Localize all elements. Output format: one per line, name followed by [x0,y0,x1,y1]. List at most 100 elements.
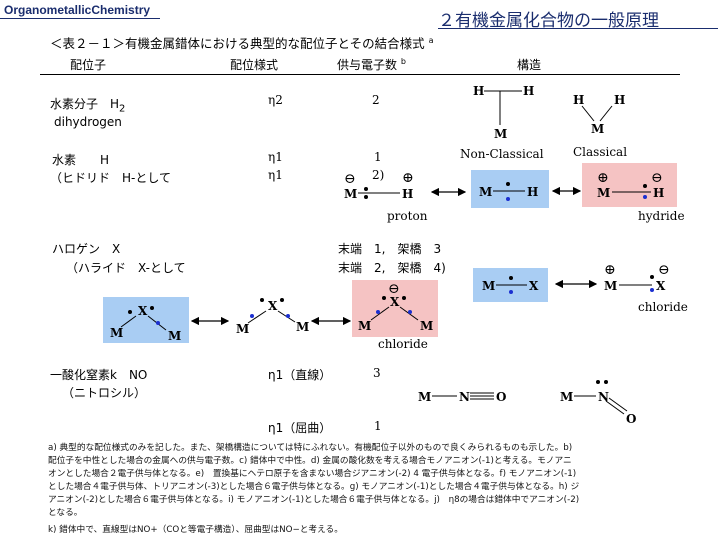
electron-dot [650,288,654,292]
electron-dot [286,314,290,318]
dihydrogen-donors: 2 [372,93,380,107]
electron-dot [506,182,510,186]
bridge-blue-box [103,297,189,343]
bond-line [120,315,137,328]
electron-dot [150,306,154,310]
header-rule [40,74,680,75]
col-mode: 配位様式 [230,58,279,72]
footnote-line: 配位子を中性とした場合の金属への供与電子数。c) 錯体中で中性。d) 金属の酸化… [48,456,572,466]
bridging-halide-2: X M M [236,298,309,336]
halogen-name: ハロゲン X [52,242,121,256]
atom-m: M [344,187,357,201]
atom-h: H [527,185,538,199]
atom-h: H [653,186,664,200]
atom-m: M [358,319,371,333]
hydride-structure: ⊕ ⊖ M H [597,170,664,200]
halogen-donors-1: 末端 1, 架橋 3 [338,242,442,256]
hydride-donors-1: 1 [374,150,382,164]
caption-non-classical: Non-Classical [460,147,544,161]
atom-m: M [418,390,431,404]
atom-m: M [168,329,181,343]
electron-dot [376,310,380,314]
atom-x: X [529,279,539,293]
hydride-mode-1: η1 [268,150,283,164]
atom-h: H [614,93,625,107]
electron-dot [506,197,510,201]
hydride-pink-box [582,163,677,207]
plus-charge-icon: ⊕ [597,170,609,186]
classical-structure: H H M [573,93,625,136]
bond-line [599,105,613,122]
atom-x: X [390,295,400,309]
chapter-rule [438,28,718,29]
ionic-halide-structure: ⊕ ⊖ M X [604,262,670,293]
atom-m: M [482,279,495,293]
non-classical-structure: H H M [473,84,534,141]
bond-line [605,400,625,415]
halogen-name-2: （ハライド X-として [66,261,186,275]
nitrosyl-mode-linear: η1（直線） [268,368,332,382]
electron-dot [156,321,160,325]
footnote-line: とした場合４電子供与体、トリアニオン(-3)とした場合６電子供与体となる。g) … [48,482,580,492]
electron-dot [509,276,513,280]
hydride-name: 水素 H [52,153,110,167]
caption-proton: proton [387,209,428,223]
bent-nitrosyl-structure: M N O [560,380,636,426]
minus-charge-icon: ⊖ [651,170,663,186]
atom-m: M [604,279,617,293]
minus-charge-icon: ⊖ [388,281,400,297]
dihydrogen-name: 水素分子 H2 [50,95,125,114]
atom-m: M [296,320,309,334]
minus-charge-icon: ⊖ [658,262,670,278]
electron-dot [509,290,513,294]
electron-dot [596,380,600,384]
covalent-hydride-structure: M H [479,182,538,201]
atom-m: M [560,390,573,404]
minus-charge-icon: ⊖ [344,171,356,187]
chapter-title: ２有機金属化合物の一般原理 [438,11,659,31]
dihydrogen-mode: η2 [268,93,283,107]
electron-dot [382,296,386,300]
brand-label: OrganometallicChemistry [4,3,151,17]
halogen-donors-2: 末端 2, 架橋 4) [338,261,446,275]
linear-nitrosyl-structure: M N O [418,390,506,404]
hydride-mode-2: η1 [268,168,283,182]
electron-dot [364,195,368,199]
bridge-pink-box [352,280,438,337]
dihydrogen-name-text: 水素分子 H [50,97,120,111]
nitrosyl-mode-bent: η1（屈曲） [268,421,332,435]
electron-dot [364,187,368,191]
dihydrogen-subscript: 2 [119,103,126,115]
electron-dot [643,195,647,199]
atom-x: X [268,299,278,313]
electron-dot [408,310,412,314]
caption-classical: Classical [573,145,628,159]
bond-line [608,397,628,412]
bond-line [581,105,595,122]
bridging-halide-1: X M M [110,304,181,343]
electron-dot [643,184,647,188]
atom-h: H [523,84,534,98]
atom-o: O [496,390,506,404]
nitrosyl-name-2: （ニトロシル） [62,386,147,400]
hydride-blue-box [471,170,549,208]
caption-hydride: hydride [638,209,685,223]
covalent-halide-structure: M X [482,276,539,294]
footnote-line: オンとした場合２電子供与体となる。e) 置換基にヘテロ原子を含まない場合ジアニオ… [48,469,577,479]
atom-m: M [597,186,610,200]
nitrosyl-donors-bent: 1 [374,419,382,433]
electron-dot [128,310,132,314]
atom-m: M [591,122,604,136]
caption-chloride-bridge: chloride [378,337,428,351]
atom-m: M [494,127,507,141]
electron-dot [250,314,254,318]
proton-structure: ⊖ ⊕ M H [344,170,414,201]
plus-charge-icon: ⊕ [402,170,414,186]
atom-h: H [573,93,584,107]
nitrosyl-donors-linear: 3 [373,366,381,380]
atom-m: M [420,319,433,333]
electron-dot [650,275,654,279]
atom-o: O [626,412,636,426]
plus-charge-icon: ⊕ [604,262,616,278]
